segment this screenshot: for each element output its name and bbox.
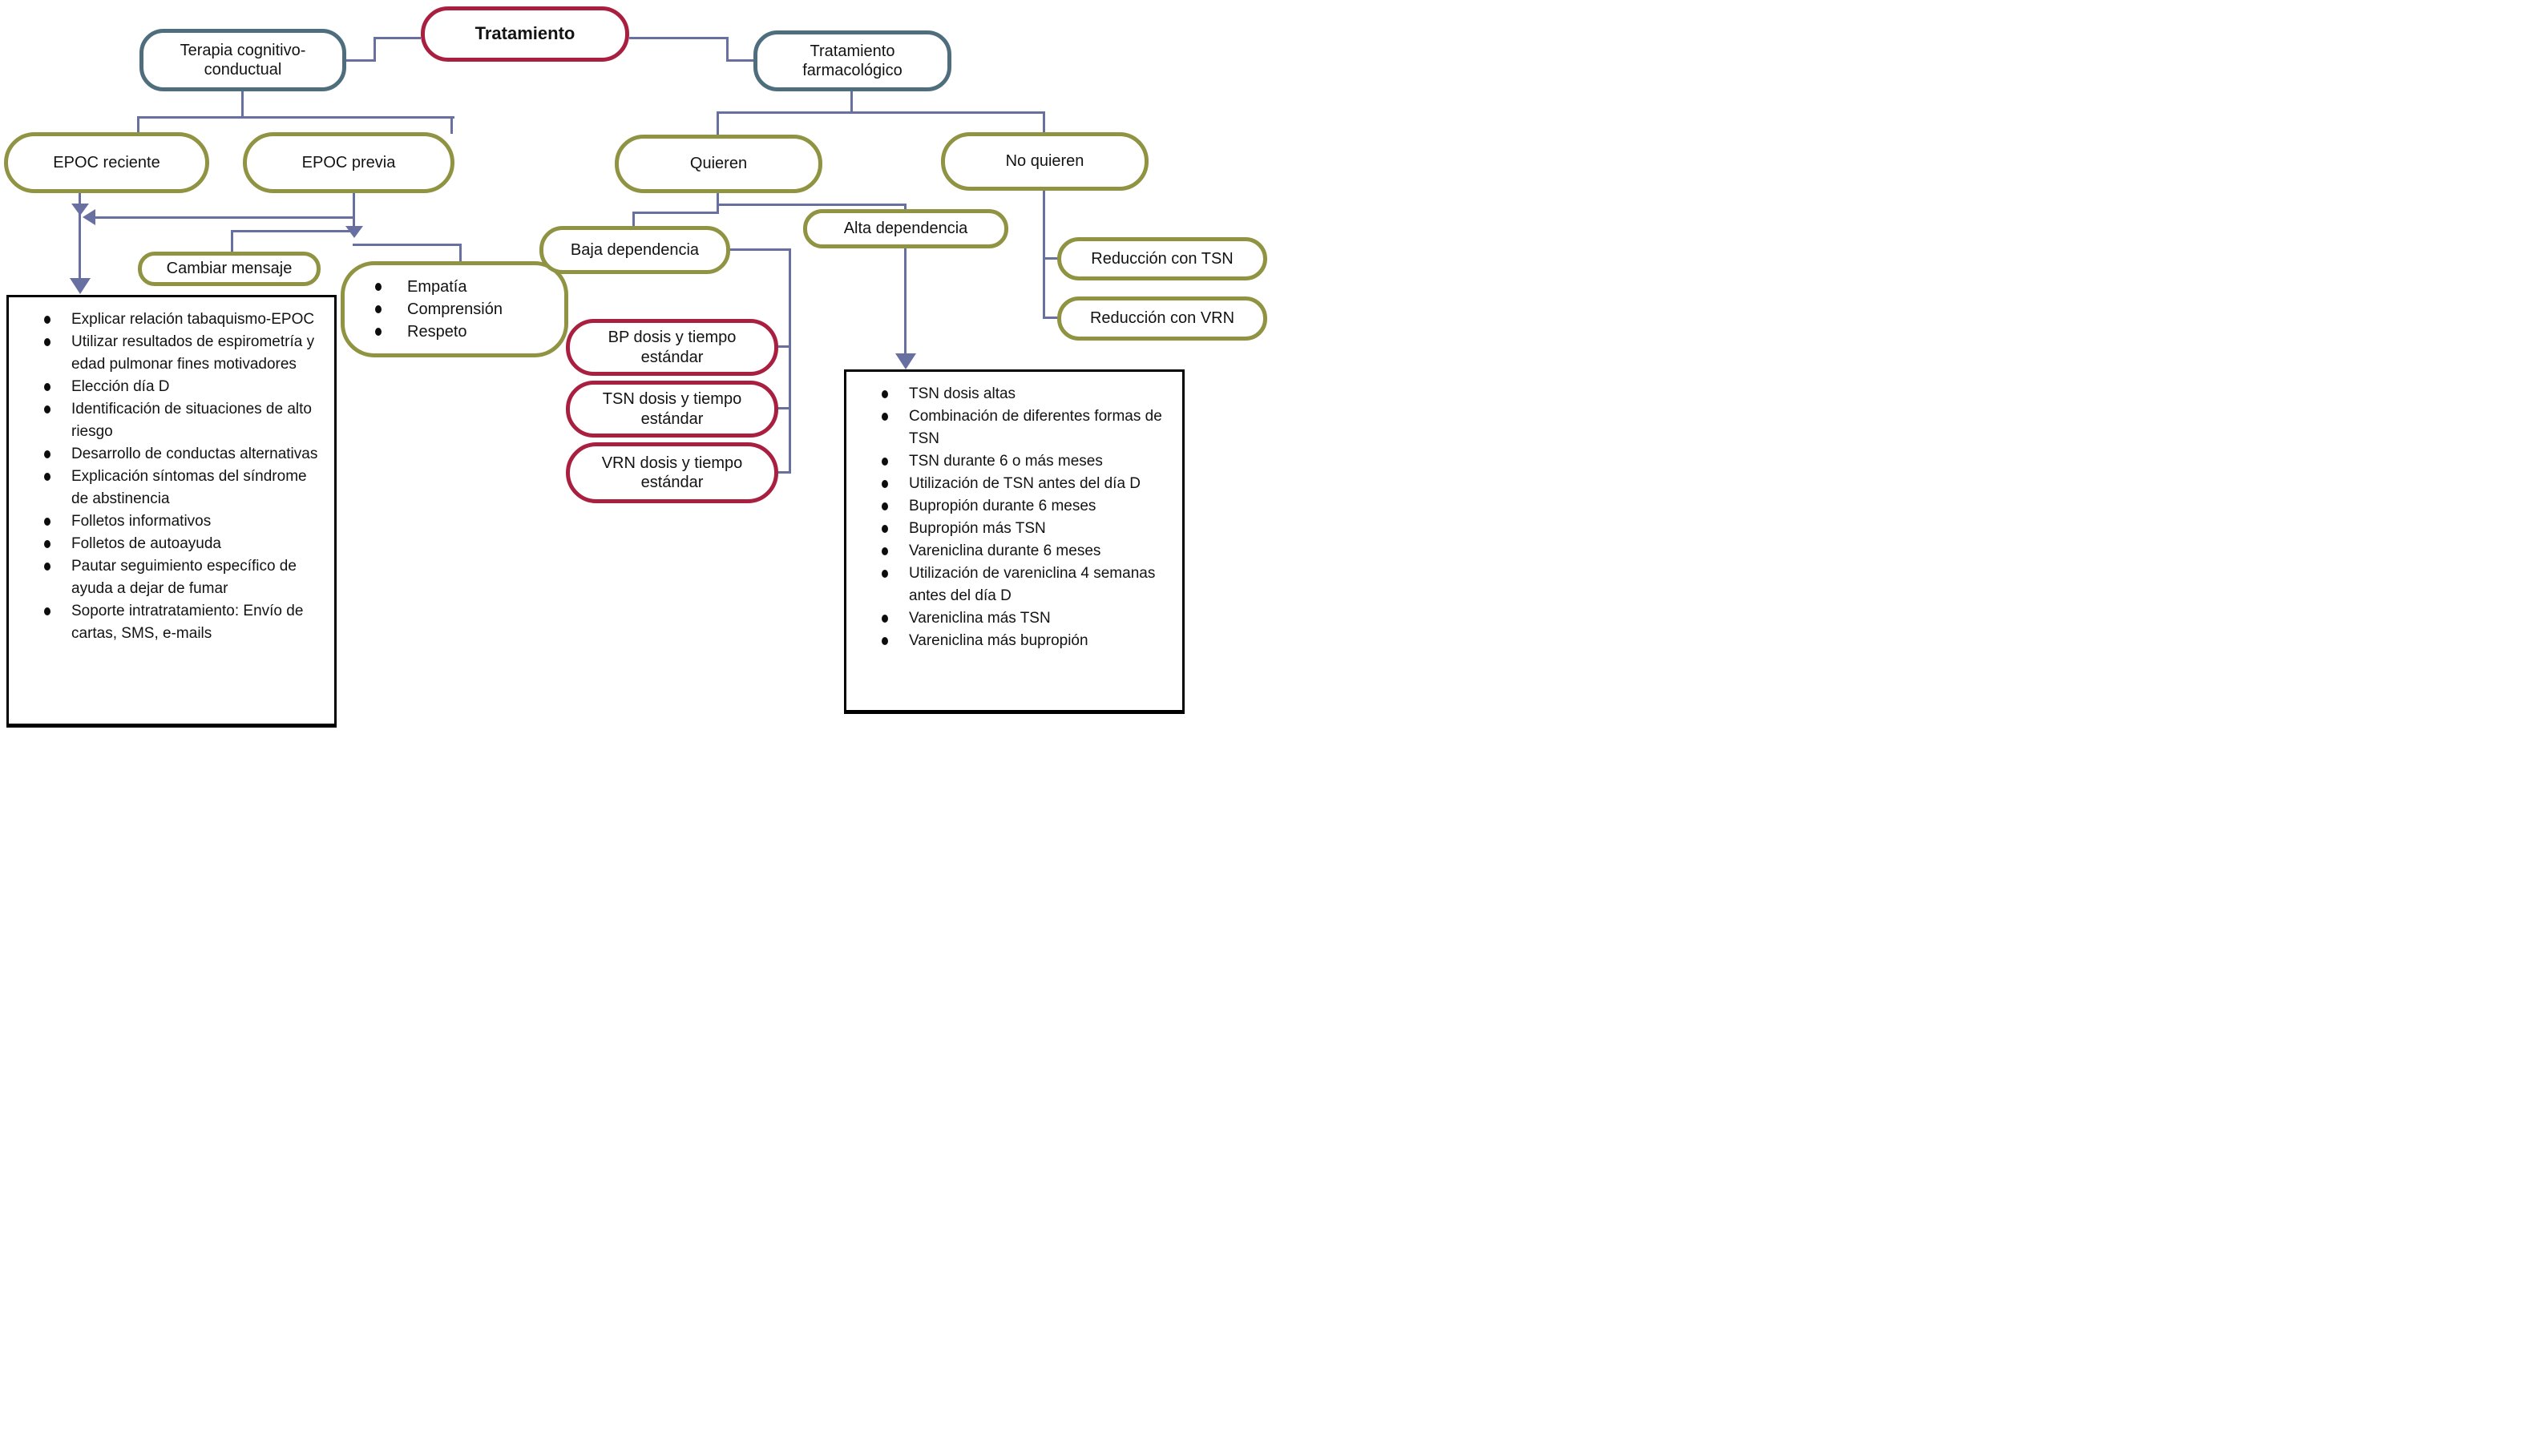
node-epoc-previa: EPOC previa	[243, 132, 454, 193]
node-tratamiento: Tratamiento	[421, 6, 629, 62]
connector	[353, 193, 355, 228]
connector	[632, 212, 718, 214]
list-item: Explicación síntomas del síndrome de abs…	[25, 466, 325, 510]
connector	[459, 244, 462, 262]
list-item: Bupropión durante 6 meses	[862, 495, 1173, 518]
connector	[241, 91, 244, 118]
connector	[1043, 257, 1058, 260]
connector	[137, 116, 454, 119]
connector	[629, 37, 728, 39]
list-item: Combinación de diferentes formas de TSN	[862, 405, 1173, 450]
node-label: EPOC previa	[301, 153, 396, 171]
list-item: Utilización de vareniclina 4 semanas ant…	[862, 563, 1173, 607]
connector	[777, 345, 789, 348]
arrowhead-down-icon	[895, 353, 916, 369]
connector	[904, 204, 907, 211]
connector	[717, 111, 1044, 114]
node-reduccion-con-tsn: Reducción con TSN	[1057, 237, 1267, 280]
list-item: Soporte intratratamiento: Envío de carta…	[25, 600, 325, 645]
list-item: Elección día D	[25, 376, 325, 398]
node-vrn-dosis-estandar: VRN dosis y tiempo estándar	[566, 442, 778, 503]
connector	[1043, 317, 1058, 319]
connector	[850, 91, 853, 113]
list-item: TSN dosis altas	[862, 383, 1173, 405]
list-item: Identificación de situaciones de alto ri…	[25, 398, 325, 443]
connector	[1043, 111, 1045, 134]
node-no-quieren: No quieren	[941, 132, 1149, 191]
list-item: Desarrollo de conductas alternativas	[25, 443, 325, 466]
connector	[346, 59, 375, 62]
list-item: Folletos de autoayuda	[25, 533, 325, 555]
node-label: Baja dependencia	[570, 240, 700, 259]
list-item: Bupropión más TSN	[862, 518, 1173, 540]
connector	[79, 193, 81, 281]
node-label: Reducción con TSN	[1091, 249, 1234, 268]
node-epoc-reciente: EPOC reciente	[4, 132, 209, 193]
list-item: Vareniclina más bupropión	[862, 630, 1173, 652]
list-item: Vareniclina más TSN	[862, 607, 1173, 630]
node-label: VRN dosis y tiempo estándar	[601, 454, 743, 491]
connector	[777, 407, 789, 409]
list-item: Empatía	[375, 276, 503, 298]
connector	[632, 212, 635, 227]
connector	[353, 244, 462, 246]
node-label: EPOC reciente	[53, 153, 160, 171]
list-item: Utilización de TSN antes del día D	[862, 473, 1173, 495]
connector	[904, 248, 907, 354]
node-label: Tratamiento	[474, 23, 575, 44]
connector	[374, 37, 376, 62]
connector	[789, 248, 791, 474]
connector	[94, 216, 354, 219]
list-item: TSN durante 6 o más meses	[862, 450, 1173, 473]
arrowhead-down-icon	[70, 278, 91, 294]
node-label: Terapia cognitivo-conductual	[180, 41, 306, 79]
node-cambiar-mensaje: Cambiar mensaje	[138, 252, 321, 286]
node-alta-dependencia: Alta dependencia	[803, 209, 1008, 248]
connector	[231, 230, 354, 232]
node-bp-dosis-estandar: BP dosis y tiempo estándar	[566, 319, 778, 376]
treatment-flowchart: Tratamiento Terapia cognitivo-conductual…	[0, 0, 1272, 728]
node-label: No quieren	[1005, 152, 1084, 171]
connector	[231, 230, 233, 252]
connector	[1043, 191, 1045, 319]
connector	[137, 116, 139, 134]
node-label: TSN dosis y tiempo estándar	[602, 390, 742, 428]
connector	[777, 471, 789, 474]
node-label: Cambiar mensaje	[166, 260, 293, 278]
node-label: Alta dependencia	[843, 220, 968, 238]
list-item: Pautar seguimiento específico de ayuda a…	[25, 555, 325, 600]
node-label: Reducción con VRN	[1089, 309, 1235, 328]
node-terapia-cognitivo-conductual: Terapia cognitivo-conductual	[139, 29, 346, 91]
connector	[717, 204, 906, 206]
list-item: Utilizar resultados de espirometría y ed…	[25, 331, 325, 376]
list-item: Explicar relación tabaquismo-EPOC	[25, 309, 325, 331]
connector	[717, 111, 719, 136]
arrowhead-left-icon	[83, 209, 95, 225]
connector	[726, 37, 729, 62]
arrowhead-down-icon	[345, 226, 363, 238]
node-quieren: Quieren	[615, 135, 822, 193]
node-tsn-dosis-estandar: TSN dosis y tiempo estándar	[566, 381, 778, 438]
connector	[726, 59, 753, 62]
connector	[729, 248, 790, 251]
node-label: Quieren	[689, 155, 748, 173]
node-baja-dependencia: Baja dependencia	[539, 226, 730, 274]
list-item: Respeto	[375, 321, 503, 343]
connector	[375, 37, 421, 39]
list-item: Vareniclina durante 6 meses	[862, 540, 1173, 563]
node-label: BP dosis y tiempo estándar	[608, 329, 737, 366]
list-item: Comprensión	[375, 298, 503, 321]
node-label: Tratamiento farmacológico	[802, 42, 903, 79]
list-item: Folletos informativos	[25, 510, 325, 533]
connector	[450, 116, 453, 134]
node-tratamiento-farmacologico: Tratamiento farmacológico	[753, 30, 951, 91]
node-reduccion-con-vrn: Reducción con VRN	[1057, 296, 1267, 341]
